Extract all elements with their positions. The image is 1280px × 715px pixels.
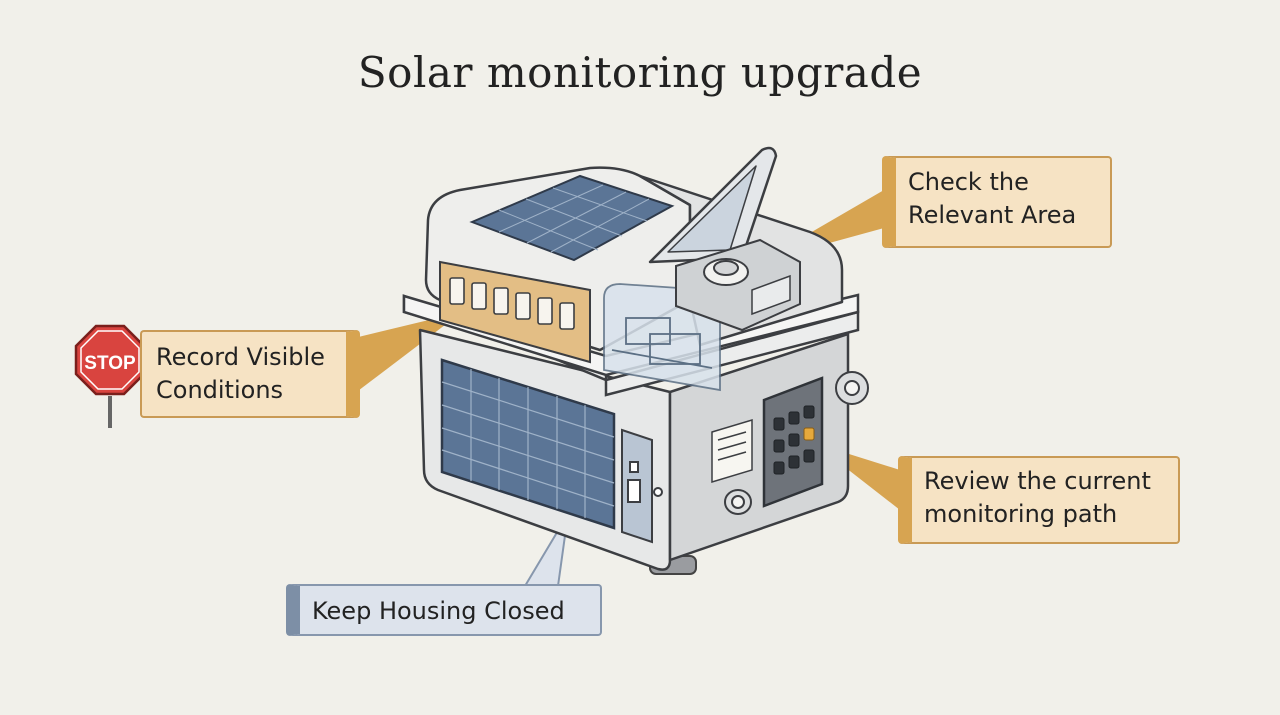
callout-record-conditions-line1: Record Visible bbox=[156, 343, 325, 371]
top-solar-panel bbox=[469, 174, 675, 262]
keypad bbox=[762, 376, 824, 508]
callout-check-area-line2: Relevant Area bbox=[908, 201, 1077, 229]
info-label bbox=[711, 418, 753, 484]
callout-keep-closed: Keep Housing Closed bbox=[286, 584, 602, 636]
connector-ports bbox=[724, 371, 869, 515]
side-switch-panel bbox=[621, 428, 663, 544]
callout-review-path: Review the current monitoring path bbox=[898, 456, 1180, 544]
callout-review-path-line2: monitoring path bbox=[924, 500, 1118, 528]
open-compartment bbox=[675, 238, 801, 332]
switch-panel bbox=[439, 260, 591, 364]
open-lid bbox=[648, 146, 778, 264]
callout-record-conditions-line2: Conditions bbox=[156, 376, 284, 404]
page-title: Solar monitoring upgrade bbox=[357, 48, 923, 97]
callout-record-conditions: Record Visible Conditions bbox=[140, 330, 360, 418]
callout-check-area: Check the Relevant Area bbox=[882, 156, 1112, 248]
stop-sign-text: STOP bbox=[84, 353, 136, 374]
lower-solar-panel bbox=[440, 358, 616, 530]
callout-review-path-line1: Review the current bbox=[924, 467, 1151, 495]
stop-sign: STOP bbox=[74, 324, 146, 428]
callout-check-area-line1: Check the bbox=[908, 168, 1029, 196]
callout-keep-closed-text: Keep Housing Closed bbox=[312, 597, 565, 625]
